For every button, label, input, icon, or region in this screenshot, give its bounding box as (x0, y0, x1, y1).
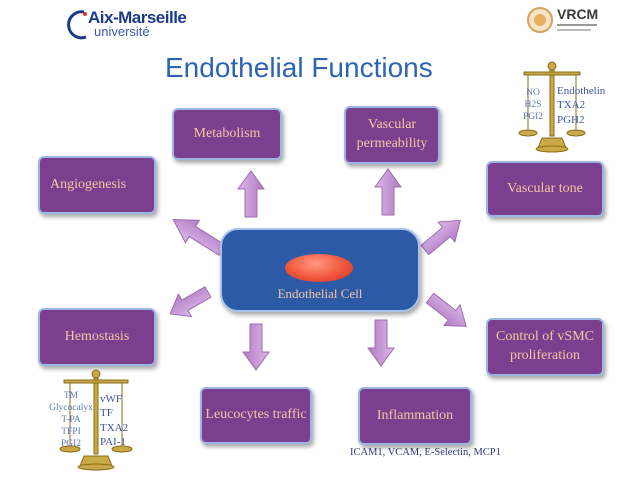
balance-top-right-list: Endothelin TXA2 PGH2 (557, 84, 605, 127)
balance-bottom-right-item: TXA2 (100, 421, 129, 434)
arrow-vsmc (421, 287, 475, 338)
balance-bottom-right-item: vWF (100, 393, 122, 405)
slide-title: Endothelial Functions (165, 52, 433, 83)
balance-bottom-left-item: PGI2 (60, 438, 82, 449)
box-inflammation: Inflammation (358, 387, 472, 445)
balance-top-right-item: Endothelin (557, 85, 606, 97)
arrow-hemostasis (163, 280, 215, 326)
logo-aix-line1: Aix-Marseille (88, 8, 187, 27)
box-hemostasis: Hemostasis (38, 308, 156, 366)
box-vascular-permeability: Vascular permeability (344, 106, 440, 164)
aix-marseille-logo: Aix-Marseille université (66, 8, 187, 40)
balance-top-icon (518, 61, 586, 153)
balance-top-right-item: TXA2 (557, 99, 586, 112)
balance-bottom-left-item: Glycocalyx (49, 402, 93, 413)
vrcm-logo: VRCM (525, 4, 625, 38)
balance-top-left-item: NO (526, 88, 540, 98)
box-leucocytes-traffic: Leucocytes traffic (200, 387, 312, 444)
arrow-leucocytes (242, 323, 270, 371)
arrow-metabolism (237, 170, 265, 218)
vrcm-logo-text: VRCM (557, 6, 599, 22)
arrow-permeability (374, 168, 402, 216)
vrcm-emblem-icon (527, 7, 553, 33)
balance-bottom-left-item: T-PA (61, 414, 81, 425)
arrow-inflammation (367, 319, 395, 367)
box-vsmc-proliferation: Control of vSMC proliferation (486, 318, 604, 376)
logo-aix-line2: université (94, 24, 150, 39)
balance-bottom-right-item: PAI-1 (100, 435, 126, 448)
balance-bottom-left-item: TFPI (61, 426, 81, 437)
balance-bottom-left-item: TM (63, 391, 79, 401)
box-angiogenesis: Angiogenesis (38, 156, 156, 214)
balance-bottom-left-list: TM Glycocalyx T-PA TFPI PGI2 (48, 391, 94, 450)
balance-top-left-item: H2S (524, 99, 542, 110)
aix-marseille-emblem-icon (67, 10, 87, 40)
balance-top-right-item: PGH2 (557, 113, 585, 126)
balance-top-left-list: NO H2S PGI2 (520, 88, 546, 124)
balance-bottom-right-item: TF (100, 407, 113, 420)
balance-bottom-right-list: vWF TF TXA2 PAI-1 (100, 392, 128, 449)
inflammation-markers: ICAM1, VCAM, E-Selectin, MCP1 (350, 447, 501, 458)
balance-top-left-item: PGI2 (522, 111, 544, 122)
box-metabolism: Metabolism (172, 108, 282, 160)
endothelial-cell-label: Endothelial Cell (277, 286, 363, 301)
cell-nucleus (285, 254, 353, 282)
arrow-tone (416, 209, 470, 261)
balance-bottom-icon (59, 369, 133, 471)
box-vascular-tone: Vascular tone (486, 161, 604, 217)
